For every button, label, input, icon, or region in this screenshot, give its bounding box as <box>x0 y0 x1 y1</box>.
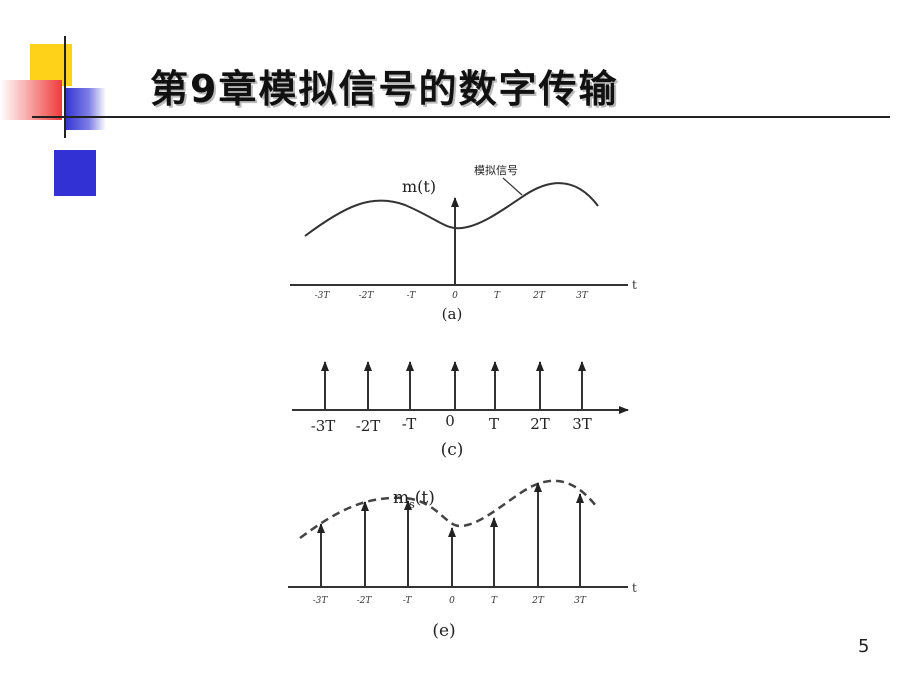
panel-e: t ms(t) -3T -2T -T 0 T 2T 3T (e) <box>288 479 637 641</box>
panel-e-tick-label: T <box>491 596 498 606</box>
panel-a-tick-label: -3T <box>315 291 331 301</box>
panel-c-tick-label: T <box>489 415 499 433</box>
panel-a-annotation-leader <box>502 177 523 196</box>
panel-c-tick-label: -T <box>402 415 417 433</box>
panel-a-tick-label: 0 <box>452 291 458 301</box>
slide-title: 第9章模拟信号的数字传输 <box>150 67 619 111</box>
page-number: 5 <box>858 636 870 657</box>
panel-a-analog-signal-curve <box>304 182 599 237</box>
panel-c-caption: (c) <box>441 440 464 460</box>
decor-blue-square <box>54 150 96 196</box>
decor-red-square <box>0 80 62 120</box>
panel-e-tick-label: 0 <box>449 596 455 606</box>
panel-c-tick-label: 0 <box>445 412 455 430</box>
panel-a-axis-label: t <box>632 278 637 292</box>
panel-a-caption: (a) <box>442 305 463 323</box>
panel-a-tick-label: T <box>494 291 501 301</box>
panel-c-tick-label: -3T <box>311 417 336 435</box>
panel-c-tick-label: 2T <box>530 415 550 433</box>
panel-a: t m(t) 模拟信号 -3T -2T -T 0 T 2T 3T (a) <box>290 163 637 323</box>
panel-e-tick-label: -T <box>403 596 413 606</box>
panel-a-tick-label: -T <box>407 291 417 301</box>
panel-c-tick-label: 3T <box>572 415 592 433</box>
panel-a-tick-label: -2T <box>359 291 375 301</box>
panel-a-annotation-label: 模拟信号 <box>474 163 518 177</box>
panel-c: -3T -2T -T 0 T 2T 3T (c) <box>292 361 629 460</box>
panel-e-tick-label: 3T <box>574 596 587 606</box>
panel-c-tick-label: -2T <box>356 417 381 435</box>
decor-blue-square-gradient <box>64 88 106 130</box>
panel-e-axis-label: t <box>632 581 637 595</box>
panel-e-tick-label: -3T <box>313 596 329 606</box>
panel-e-caption: (e) <box>432 621 455 641</box>
panel-e-tick-label: 2T <box>531 596 545 606</box>
panel-a-tick-label: 3T <box>576 291 589 301</box>
panel-e-dashed-envelope-curve <box>299 479 597 540</box>
title-underline <box>32 116 890 118</box>
panel-a-signal-label: m(t) <box>402 177 436 196</box>
decor-vertical-line <box>64 36 66 138</box>
panel-e-signal-label: ms(t) <box>393 488 435 511</box>
panel-a-tick-label: 2T <box>532 291 546 301</box>
panel-e-tick-label: -2T <box>357 596 373 606</box>
